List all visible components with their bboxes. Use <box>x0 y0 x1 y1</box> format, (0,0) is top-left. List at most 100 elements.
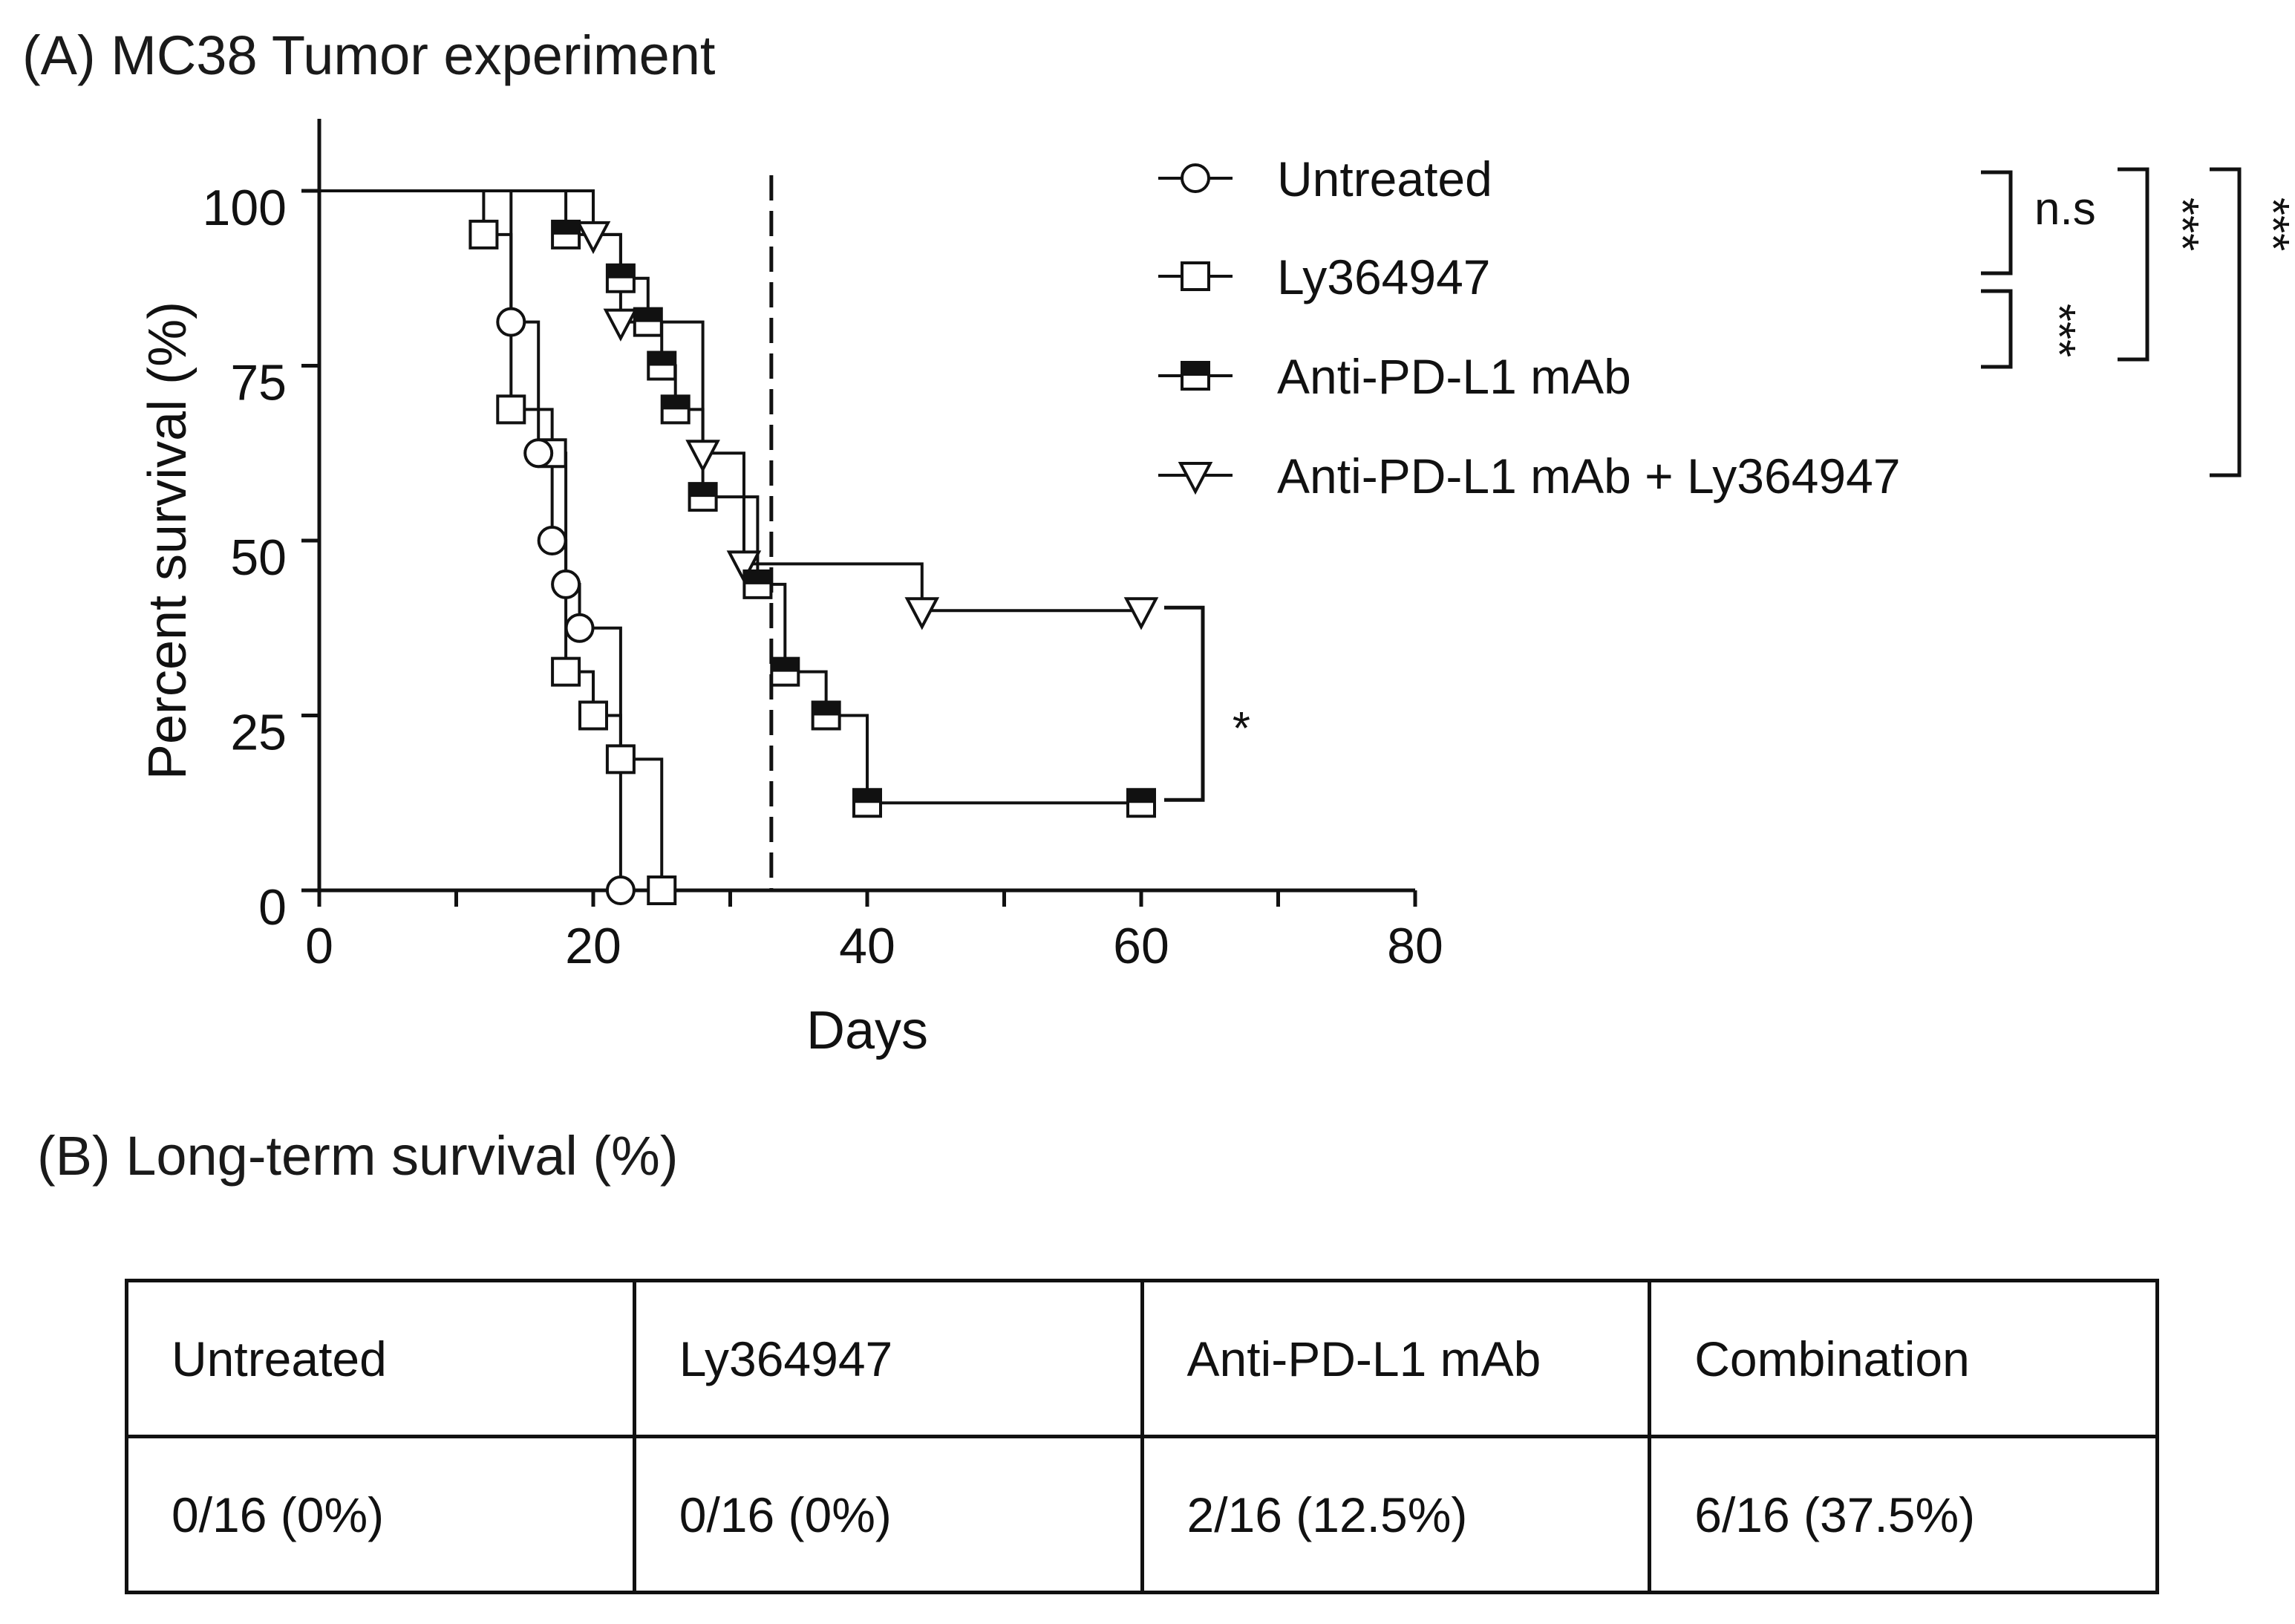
marker-triangle <box>1123 597 1159 630</box>
annotation-stars: *** <box>2247 198 2295 251</box>
marker-square-fill <box>854 789 881 803</box>
marker-square-fill <box>662 396 689 410</box>
marker-square <box>578 700 608 731</box>
marker-square-fill <box>1182 362 1209 376</box>
table-header-row: Untreated Ly364947 Anti-PD-L1 mAb Combin… <box>125 1279 2159 1438</box>
value-cell-combination: 6/16 (37.5%) <box>1648 1435 2159 1594</box>
data-point-anti-pd-l1 <box>647 350 677 381</box>
annotation-ns: n.s <box>2034 183 2096 235</box>
data-point-combination <box>1123 597 1159 630</box>
legend-label-combination: Anti-PD-L1 mAb + Ly364947 <box>1277 449 1901 503</box>
marker-circle <box>523 438 554 469</box>
data-point-ly364947 <box>647 875 677 905</box>
marker-square <box>647 875 677 905</box>
long-term-survival-table: Untreated Ly364947 Anti-PD-L1 mAb Combin… <box>125 1279 2159 1594</box>
data-point-combination <box>575 221 611 255</box>
survival-markers <box>469 219 1159 905</box>
data-point-untreated <box>551 569 581 599</box>
marker-triangle <box>575 221 611 255</box>
y-tick-label: 25 <box>230 705 287 761</box>
data-point-anti-pd-l1 <box>770 656 800 687</box>
data-point-anti-pd-l1 <box>688 482 718 512</box>
annotation-stars: *** <box>2156 198 2207 251</box>
annotation-stars: *** <box>2033 304 2084 357</box>
data-point-anti-pd-l1 <box>605 263 636 293</box>
marker-square-fill <box>607 264 634 278</box>
data-point-combination <box>603 308 639 342</box>
x-tick-label: 40 <box>839 918 895 974</box>
data-point-combination <box>904 597 940 630</box>
data-point-untreated <box>537 526 567 555</box>
marker-square <box>551 656 581 687</box>
legend-marker-ly364947 <box>1181 261 1210 291</box>
x-tick-label: 60 <box>1113 918 1169 974</box>
marker-circle <box>537 526 567 555</box>
bracket-ly-vs-antipdl1 <box>1981 289 2013 369</box>
data-point-ly364947 <box>496 394 526 425</box>
marker-circle <box>496 307 526 337</box>
marker-circle <box>1181 163 1210 193</box>
marker-square-fill <box>634 308 662 322</box>
y-axis-title: Percent survival (%) <box>138 301 197 780</box>
y-tick-label: 75 <box>230 355 287 411</box>
data-point-anti-pd-l1 <box>742 569 773 599</box>
legend-label-untreated: Untreated <box>1277 151 1492 206</box>
marker-triangle <box>904 597 940 630</box>
marker-square-fill <box>744 570 771 584</box>
marker-triangle <box>603 308 639 342</box>
marker-circle <box>551 569 581 599</box>
bracket-combination-vs-antipdl1 <box>1164 605 1205 802</box>
annotation-star: * <box>1233 703 1250 754</box>
data-point-anti-pd-l1 <box>633 307 663 337</box>
y-tick-label: 50 <box>230 529 287 586</box>
data-point-anti-pd-l1 <box>852 788 882 818</box>
survival-curves <box>319 189 1141 890</box>
bracket-untreated-vs-combination <box>2210 167 2242 477</box>
survival-curve-ly364947 <box>319 189 664 890</box>
legend-marker-anti-pd-l1 <box>1181 361 1210 391</box>
data-point-anti-pd-l1 <box>811 700 841 731</box>
marker-square <box>605 744 636 775</box>
value-cell-untreated: 0/16 (0%) <box>125 1435 636 1594</box>
data-point-anti-pd-l1 <box>660 394 691 425</box>
marker-triangle <box>685 440 720 473</box>
x-tick-label: 0 <box>305 918 333 974</box>
data-point-ly364947 <box>551 656 581 687</box>
value-cell-anti-pd-l1: 2/16 (12.5%) <box>1140 1435 1652 1594</box>
data-point-untreated <box>605 875 636 905</box>
header-cell-anti-pd-l1: Anti-PD-L1 mAb <box>1140 1279 1652 1438</box>
marker-square-fill <box>812 702 840 716</box>
marker-square-fill <box>771 658 799 672</box>
legend-marker-combination <box>1178 462 1213 495</box>
survival-curve-untreated <box>319 189 622 890</box>
marker-square-fill <box>1128 789 1155 803</box>
data-point-untreated <box>523 438 554 469</box>
data-point-combination <box>685 440 720 473</box>
data-point-ly364947 <box>578 700 608 731</box>
marker-square <box>496 394 526 425</box>
marker-square-fill <box>648 352 676 366</box>
significance-annotations: n.s********** <box>1164 167 2295 802</box>
marker-square <box>469 219 499 250</box>
data-point-ly364947 <box>605 744 636 775</box>
x-tick-label: 20 <box>565 918 621 974</box>
legend-label-anti-pd-l1: Anti-PD-L1 mAb <box>1277 349 1631 404</box>
marker-circle <box>605 875 636 905</box>
table-value-row: 0/16 (0%) 0/16 (0%) 2/16 (12.5%) 6/16 (3… <box>125 1435 2159 1594</box>
header-cell-ly364947: Ly364947 <box>632 1279 1144 1438</box>
x-tick-label: 80 <box>1387 918 1443 974</box>
data-point-untreated <box>564 613 595 643</box>
header-cell-untreated: Untreated <box>125 1279 636 1438</box>
x-axis-title: Days <box>806 1001 928 1060</box>
survival-curve-combination <box>319 189 1141 613</box>
header-cell-combination: Combination <box>1648 1279 2159 1438</box>
marker-triangle <box>1178 462 1213 495</box>
panel-a-title: (A) MC38 Tumor experiment <box>22 25 716 86</box>
marker-square <box>1181 261 1210 291</box>
marker-circle <box>564 613 595 643</box>
data-point-anti-pd-l1 <box>551 219 581 250</box>
legend-marker-untreated <box>1181 163 1210 193</box>
y-tick-label: 100 <box>203 180 287 236</box>
